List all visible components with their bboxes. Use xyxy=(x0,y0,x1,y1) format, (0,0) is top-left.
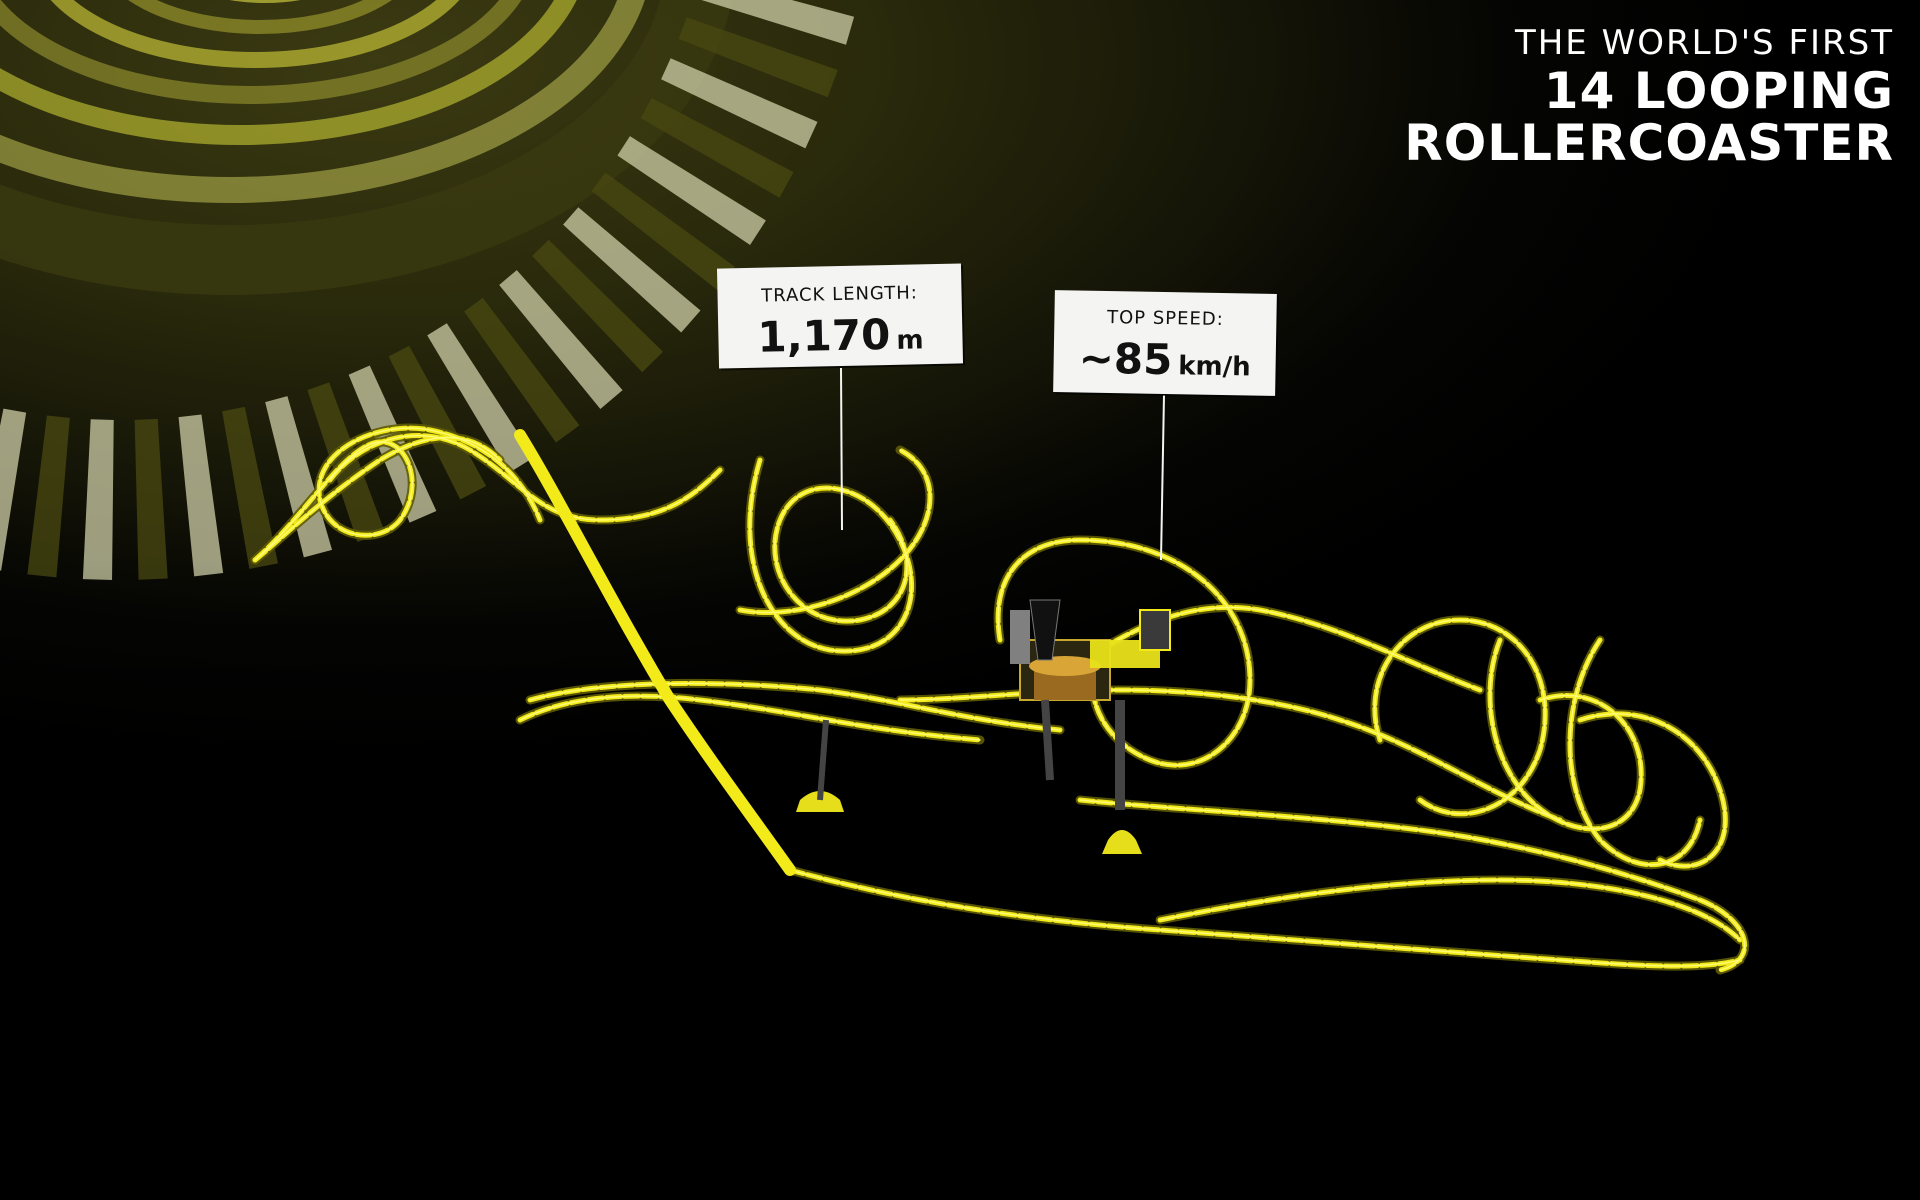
track-rail xyxy=(1579,713,1726,867)
top-speed-unit: km/h xyxy=(1177,351,1251,383)
track-rail xyxy=(254,427,541,561)
track-rail xyxy=(1079,799,1746,971)
tunnel-rings xyxy=(0,0,732,295)
floor-shadow xyxy=(0,560,1920,1200)
striped-ramp xyxy=(0,0,855,580)
ramp-stripe xyxy=(388,345,487,500)
top-speed-caption: TOP SPEED: xyxy=(1106,306,1224,331)
station-structure xyxy=(796,599,1171,854)
track-length-unit: m xyxy=(896,325,924,356)
track-rail xyxy=(329,434,721,521)
ramp-stripe xyxy=(427,323,534,473)
headline: THE WORLD'S FIRST 14 LOOPING ROLLERCOAST… xyxy=(1404,26,1894,168)
track-rail xyxy=(789,869,1741,967)
ramp-stripe xyxy=(222,406,279,569)
ramp-stripe xyxy=(617,136,766,245)
track-rail xyxy=(749,459,913,652)
ramp-stripe xyxy=(82,419,114,580)
launch-ramp xyxy=(514,429,796,876)
track-rail xyxy=(529,682,1061,731)
ramp-stripe xyxy=(27,415,70,578)
ramp-stripe xyxy=(563,207,701,333)
track-rail xyxy=(739,449,931,614)
ramp-stripe xyxy=(0,408,27,571)
track-rail xyxy=(1374,619,1546,815)
ramp-stripe xyxy=(499,270,623,409)
track-rail xyxy=(1159,879,1741,941)
ramp-stripe xyxy=(591,172,735,290)
track-rail xyxy=(254,436,501,561)
ramp-stripe xyxy=(701,0,855,45)
track-length-caption: TRACK LENGTH: xyxy=(761,282,919,307)
track-length-pointer xyxy=(840,367,843,531)
track-length-value: 1,170 xyxy=(756,309,891,362)
ramp-stripe xyxy=(678,17,838,98)
headline-line-2: 14 LOOPING xyxy=(1543,62,1894,120)
ramp-stripe xyxy=(464,297,580,443)
ramp-stripe xyxy=(661,58,818,149)
track-rail xyxy=(1569,639,1701,866)
headline-line-1: THE WORLD'S FIRST xyxy=(1514,23,1894,63)
track-rail xyxy=(899,689,1561,821)
ramp-stripe xyxy=(178,414,224,577)
ramp-stripe xyxy=(640,97,794,198)
ramp-stripe xyxy=(532,239,663,373)
ramp-stripe xyxy=(265,396,333,558)
headline-line-3: ROLLERCOASTER xyxy=(1404,114,1894,172)
top-speed-value: ~85 xyxy=(1078,333,1173,385)
top-speed-pointer xyxy=(1160,394,1165,561)
track-rail xyxy=(519,695,981,741)
ramp-stripe xyxy=(134,418,168,580)
